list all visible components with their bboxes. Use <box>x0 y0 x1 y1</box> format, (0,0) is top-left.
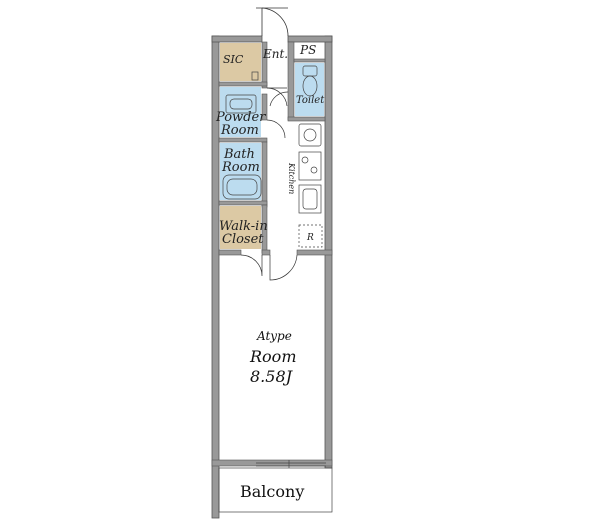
room-label: Room <box>249 347 296 366</box>
walk-in-closet-label-2: Closet <box>222 232 264 247</box>
entrance-label: Ent. <box>262 47 288 61</box>
entrance-door <box>256 7 289 37</box>
sic-label: SIC <box>223 53 244 66</box>
balcony-label: Balcony <box>240 482 304 501</box>
bath-room-label-2: Room <box>221 160 260 175</box>
fixtures <box>218 65 333 513</box>
toilet-label: Toilet <box>296 95 325 106</box>
room-area-label: 8.58J <box>250 367 294 386</box>
ps-label: PS <box>299 43 316 57</box>
powder-room-label-2: Room <box>220 123 259 138</box>
walk-in-closet-label-1: Walk-in <box>219 219 268 234</box>
unit-type-label: Atype <box>256 329 292 343</box>
toilet-fill <box>295 63 324 116</box>
refrigerator-label: R <box>306 233 314 243</box>
walk-in-closet-fill <box>220 206 261 249</box>
powder-room-label-1: Powder <box>215 110 266 125</box>
kitchen-label: Kitchen <box>287 162 296 194</box>
bath-room-label-1: Bath <box>223 147 255 162</box>
interior-doors <box>240 87 298 281</box>
sic-fill <box>220 43 261 81</box>
